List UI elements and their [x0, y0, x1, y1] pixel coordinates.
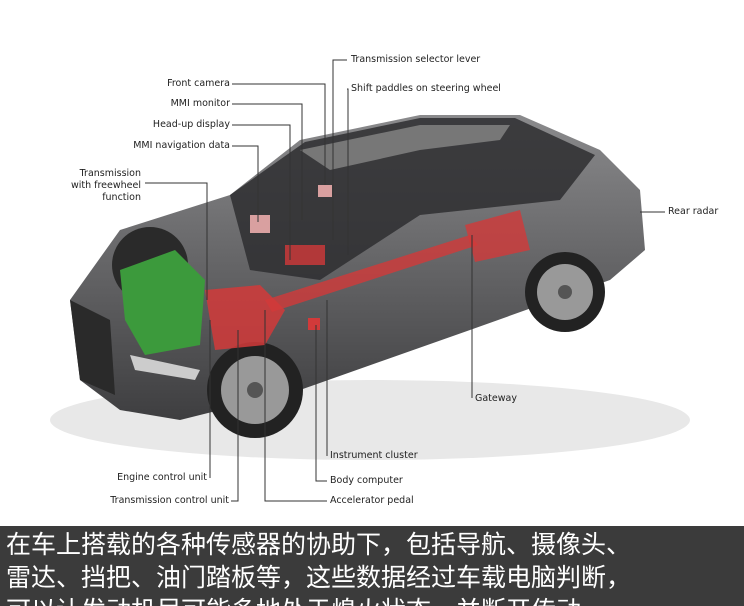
label-engine-control-unit: Engine control unit [117, 472, 207, 483]
engine [120, 250, 205, 355]
car-illustration [50, 59, 690, 502]
label-mmi-monitor: MMI monitor [170, 98, 230, 109]
caption-line: 可以让发动机尽可能多地处于熄火状态，并断开传动 [6, 594, 744, 606]
label-transmission-selector-lever: Transmission selector lever [351, 54, 481, 65]
label-line: function [102, 192, 141, 203]
label-instrument-cluster: Instrument cluster [330, 450, 418, 461]
caption-box: 在车上搭载的各种传感器的协助下，包括导航、摄像头、 雷达、挡把、油门踏板等，这些… [0, 526, 744, 606]
label-transmission-freewheel: Transmission with freewheel function [71, 168, 141, 204]
car-systems-diagram: Transmission selector lever Shift paddle… [50, 54, 719, 506]
label-line: with freewheel [70, 180, 141, 191]
label-rear-radar: Rear radar [668, 206, 719, 217]
caption-line: 雷达、挡把、油门踏板等，这些数据经过车载电脑判断， [6, 563, 632, 592]
label-accelerator-pedal: Accelerator pedal [330, 495, 414, 506]
caption-line: 在车上搭载的各种传感器的协助下，包括导航、摄像头、 [6, 530, 632, 559]
label-front-camera: Front camera [167, 78, 230, 89]
label-transmission-control-unit: Transmission control unit [110, 495, 229, 506]
label-line: Transmission [79, 168, 141, 179]
label-gateway: Gateway [475, 393, 517, 404]
rear-wheel [525, 252, 605, 332]
label-mmi-navigation-data: MMI navigation data [133, 140, 230, 151]
grille [70, 300, 115, 395]
label-body-computer: Body computer [330, 475, 403, 486]
label-head-up-display: Head-up display [152, 119, 230, 130]
label-shift-paddles: Shift paddles on steering wheel [351, 83, 501, 94]
front-wheel [207, 342, 303, 438]
